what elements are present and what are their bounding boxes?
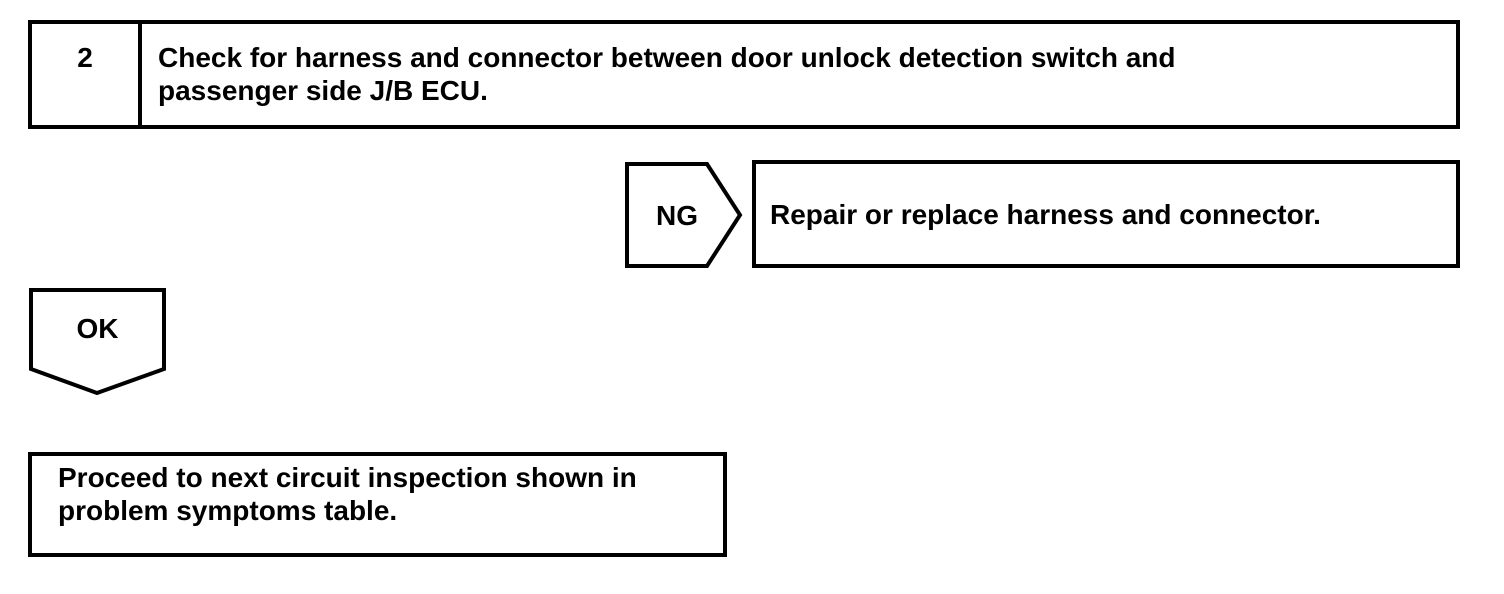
ng-connector: NG [625,162,743,268]
step-instruction: Check for harness and connector between … [142,24,1456,125]
step-number-cell: 2 [32,24,142,125]
step-number: 2 [77,42,93,73]
ok-result-line-1: Proceed to next circuit inspection shown… [58,462,637,493]
ng-result-text: Repair or replace harness and connector. [770,198,1321,230]
ok-label: OK [76,313,119,344]
ok-pentagon-down-icon [29,288,166,396]
ok-connector: OK [29,288,166,396]
step-instruction-line-1: Check for harness and connector between … [158,42,1176,73]
step-box: 2 Check for harness and connector betwee… [28,20,1460,129]
step-instruction-line-2: passenger side J/B ECU. [158,75,488,106]
ng-pentagon-right-icon [625,162,743,268]
ok-result-box: Proceed to next circuit inspection shown… [28,452,727,557]
ok-result-line-2: problem symptoms table. [58,495,398,526]
ng-result-box: Repair or replace harness and connector. [752,160,1460,268]
ng-label: NG [656,199,698,231]
